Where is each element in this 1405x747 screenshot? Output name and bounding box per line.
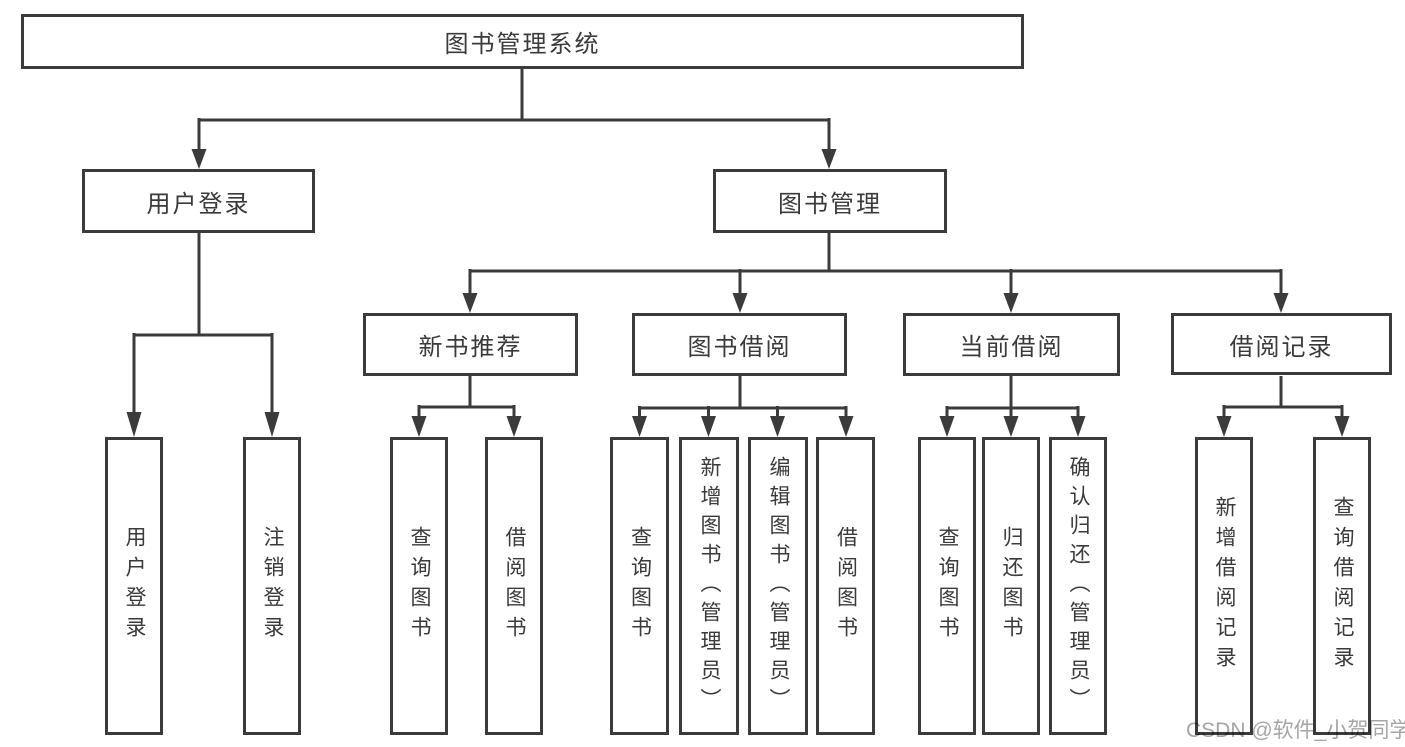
leaf-return-books: 归还图书 — [982, 437, 1040, 735]
leaf-confirm-return-admin: 确认归还（管理员） — [1049, 437, 1107, 735]
leaf-query-books-recommend: 查询图书 — [390, 437, 448, 735]
node-book-management: 图书管理 — [713, 169, 947, 233]
leaf-borrow-books: 借阅图书 — [816, 437, 875, 735]
leaf-borrow-books-recommend: 借阅图书 — [485, 437, 543, 735]
leaf-add-borrow-record: 新增借阅记录 — [1195, 437, 1253, 735]
leaf-add-book-admin: 新增图书（管理员） — [679, 437, 739, 735]
leaf-query-books-borrow: 查询图书 — [610, 437, 669, 735]
leaf-query-books-current: 查询图书 — [918, 437, 976, 735]
node-new-book-recommend: 新书推荐 — [363, 313, 578, 376]
leaf-logout: 注销登录 — [243, 437, 301, 735]
leaf-user-login: 用户登录 — [105, 437, 163, 735]
connector-book-management-group — [462, 233, 1289, 313]
node-book-borrow: 图书借阅 — [632, 313, 847, 376]
connector-current-borrow-group — [939, 376, 1086, 437]
node-current-borrow: 当前借阅 — [903, 313, 1120, 376]
connector-user-login-group — [126, 233, 280, 437]
connector-book-borrow-group — [632, 376, 854, 437]
node-borrow-records: 借阅记录 — [1171, 313, 1392, 375]
node-root-system: 图书管理系统 — [21, 14, 1024, 69]
connector-borrow-records-group — [1216, 376, 1350, 437]
leaf-query-borrow-record: 查询借阅记录 — [1313, 437, 1371, 735]
leaf-edit-book-admin: 编辑图书（管理员） — [748, 437, 808, 735]
connector-root — [191, 69, 837, 169]
watermark: CSDN @软件_小贺同学 — [1186, 719, 1405, 742]
node-user-login: 用户登录 — [82, 169, 315, 233]
connector-new-book-group — [411, 376, 522, 437]
